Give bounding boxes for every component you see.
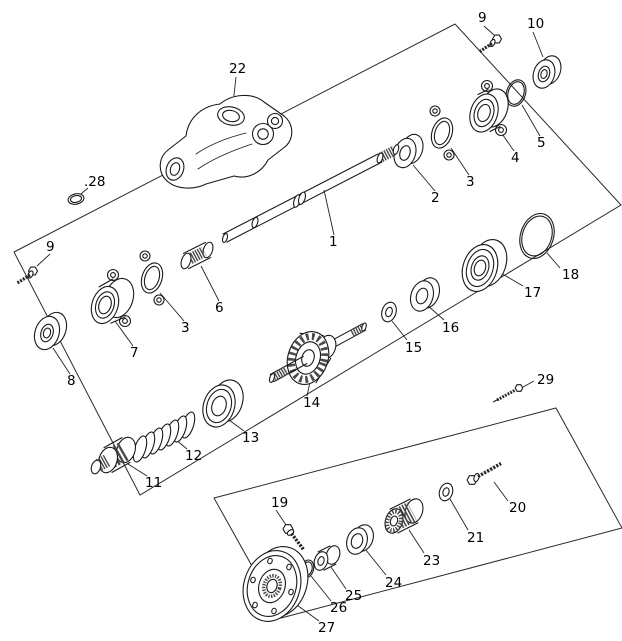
bolt-20	[466, 462, 502, 485]
part-label-22: 22	[229, 61, 246, 77]
part-14-bevel-gear	[268, 322, 367, 385]
bolt-19	[282, 524, 305, 551]
part-5-oring	[505, 79, 527, 107]
part-25-collar	[313, 545, 341, 571]
part-label-29: 29	[537, 372, 554, 388]
part-label-7: 7	[130, 345, 139, 361]
part-11-coupler	[90, 436, 137, 475]
part-24-seal	[346, 524, 374, 555]
part-label-3-lower: 3	[181, 320, 190, 336]
part-1-drive-shaft	[221, 144, 400, 243]
part-label-3-upper: 3	[466, 174, 475, 190]
part-label-20: 20	[509, 500, 526, 516]
part-label-4: 4	[511, 150, 520, 166]
part-28-oring	[67, 193, 85, 205]
part-27-hub-flange	[242, 546, 309, 622]
part-label-1: 1	[329, 234, 338, 250]
part-label-25: 25	[345, 588, 362, 604]
part-label-10: 10	[527, 16, 544, 32]
part-3-gasket-upper	[429, 105, 455, 161]
part-label-6: 6	[215, 300, 224, 316]
part-17-bearing	[461, 239, 508, 292]
part-label-24: 24	[385, 575, 402, 591]
part-6-splined-stub	[180, 241, 214, 270]
callout-labels: 9 10 22 5 4 3 2 .28 1 9 18 17 6 3 16 15 …	[46, 10, 579, 636]
part-4-flange-housing	[469, 79, 509, 137]
screw-29	[492, 384, 524, 403]
part-label-2: 2	[431, 190, 440, 206]
part-15-washer	[381, 301, 397, 323]
part-21-washer	[438, 482, 454, 502]
part-label-12: 12	[185, 448, 202, 464]
part-2-bearing	[393, 133, 424, 169]
part-7-flange-housing	[90, 268, 135, 328]
part-3-gasket-lower	[139, 250, 165, 306]
part-label-17: 17	[524, 285, 541, 301]
part-label-13: 13	[242, 430, 259, 446]
part-label-11: 11	[145, 475, 162, 491]
part-label-5: 5	[537, 135, 546, 151]
part-label-16: 16	[442, 320, 459, 336]
part-label-21: 21	[467, 530, 484, 546]
bolt-9-left	[15, 266, 39, 285]
part-label-18: 18	[562, 267, 579, 283]
part-label-23: 23	[423, 553, 440, 569]
part-label-15: 15	[405, 340, 422, 356]
part-12-spring	[132, 411, 196, 463]
part-label-8: 8	[67, 373, 76, 389]
part-label-9-upper: 9	[478, 10, 487, 26]
part-label-28: .28	[84, 174, 105, 190]
part-label-27: 27	[318, 620, 335, 636]
part-8-bearing	[33, 311, 68, 351]
part-22-gearcase-housing	[159, 94, 293, 189]
part-label-26: 26	[330, 600, 347, 616]
part-label-9-left: 9	[46, 239, 55, 255]
part-16-bearing	[409, 277, 441, 312]
part-label-19: 19	[271, 495, 288, 511]
part-10-seal	[532, 55, 562, 89]
part-13-bearing	[202, 379, 244, 428]
part-label-14: 14	[303, 395, 320, 411]
part-23-splined-coupling	[384, 498, 424, 534]
part-18-oring	[519, 212, 555, 260]
bolt-9-upper	[478, 34, 503, 54]
